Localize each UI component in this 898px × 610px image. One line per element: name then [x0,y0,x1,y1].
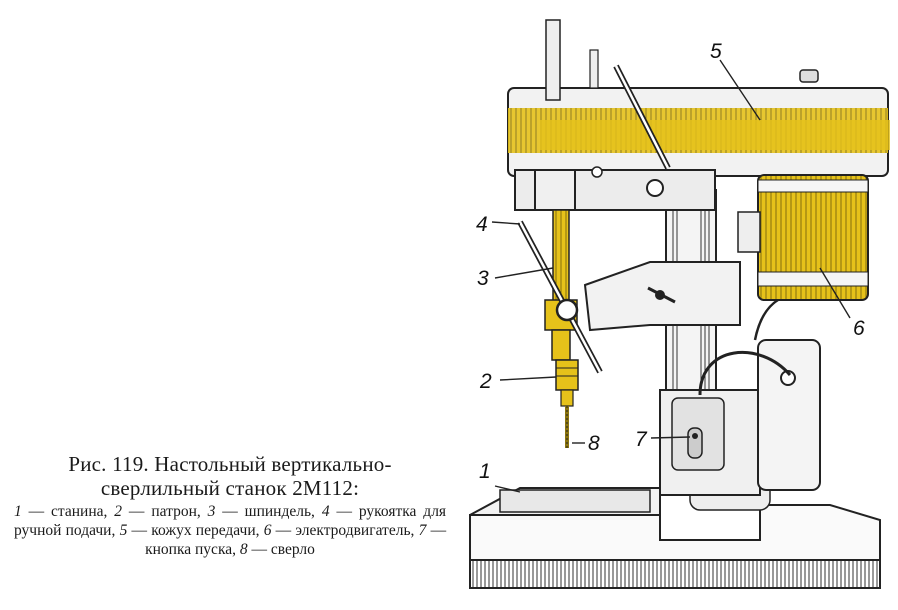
callout-6: 6 [853,317,865,340]
legend-text: патрон [151,503,197,520]
callout-2: 2 [479,370,492,393]
legend-text: рукоятка для ручной подачи [14,503,447,539]
legend-num: 8 [239,541,248,558]
figure-caption: Рис. 119. Настольный вертикально- сверли… [14,452,446,559]
caption-title-line1: Рис. 119. Настольный вертикально- [68,452,392,476]
legend-num: 7 [418,522,427,539]
callout-3: 3 [477,267,489,290]
caption-title: Рис. 119. Настольный вертикально- сверли… [14,452,446,500]
legend-num: 6 [263,522,272,539]
start-button [687,427,703,459]
chuck [555,359,579,407]
callout-7: 7 [635,428,648,451]
legend-num: 4 [321,503,330,520]
callout-5: 5 [710,40,722,63]
legend-num: 2 [114,503,123,520]
spindle-head-arm [583,261,741,332]
legend-text: шпиндель [244,503,312,520]
caption-legend: 1 — станина, 2 — патрон, 3 — шпиндель, 4… [14,503,447,558]
legend-text: электродвигатель [295,522,411,539]
callout-4: 4 [476,213,488,236]
legend-num: 3 [207,503,216,520]
legend-text: станина [51,503,104,520]
legend-text: кнопка пуска [145,541,233,558]
caption-title-line2: сверлильный станок 2М112: [100,476,360,500]
electric-motor [737,174,869,301]
feed-handle [517,49,671,374]
callout-leaders [491,59,851,493]
legend-text: кожух передачи [151,522,256,539]
legend-text: сверло [270,541,315,558]
callout-8: 8 [588,432,600,455]
base-frame [469,479,881,589]
callout-1: 1 [479,460,491,483]
legend-num: 1 [14,503,22,520]
legend-num: 5 [119,522,128,539]
